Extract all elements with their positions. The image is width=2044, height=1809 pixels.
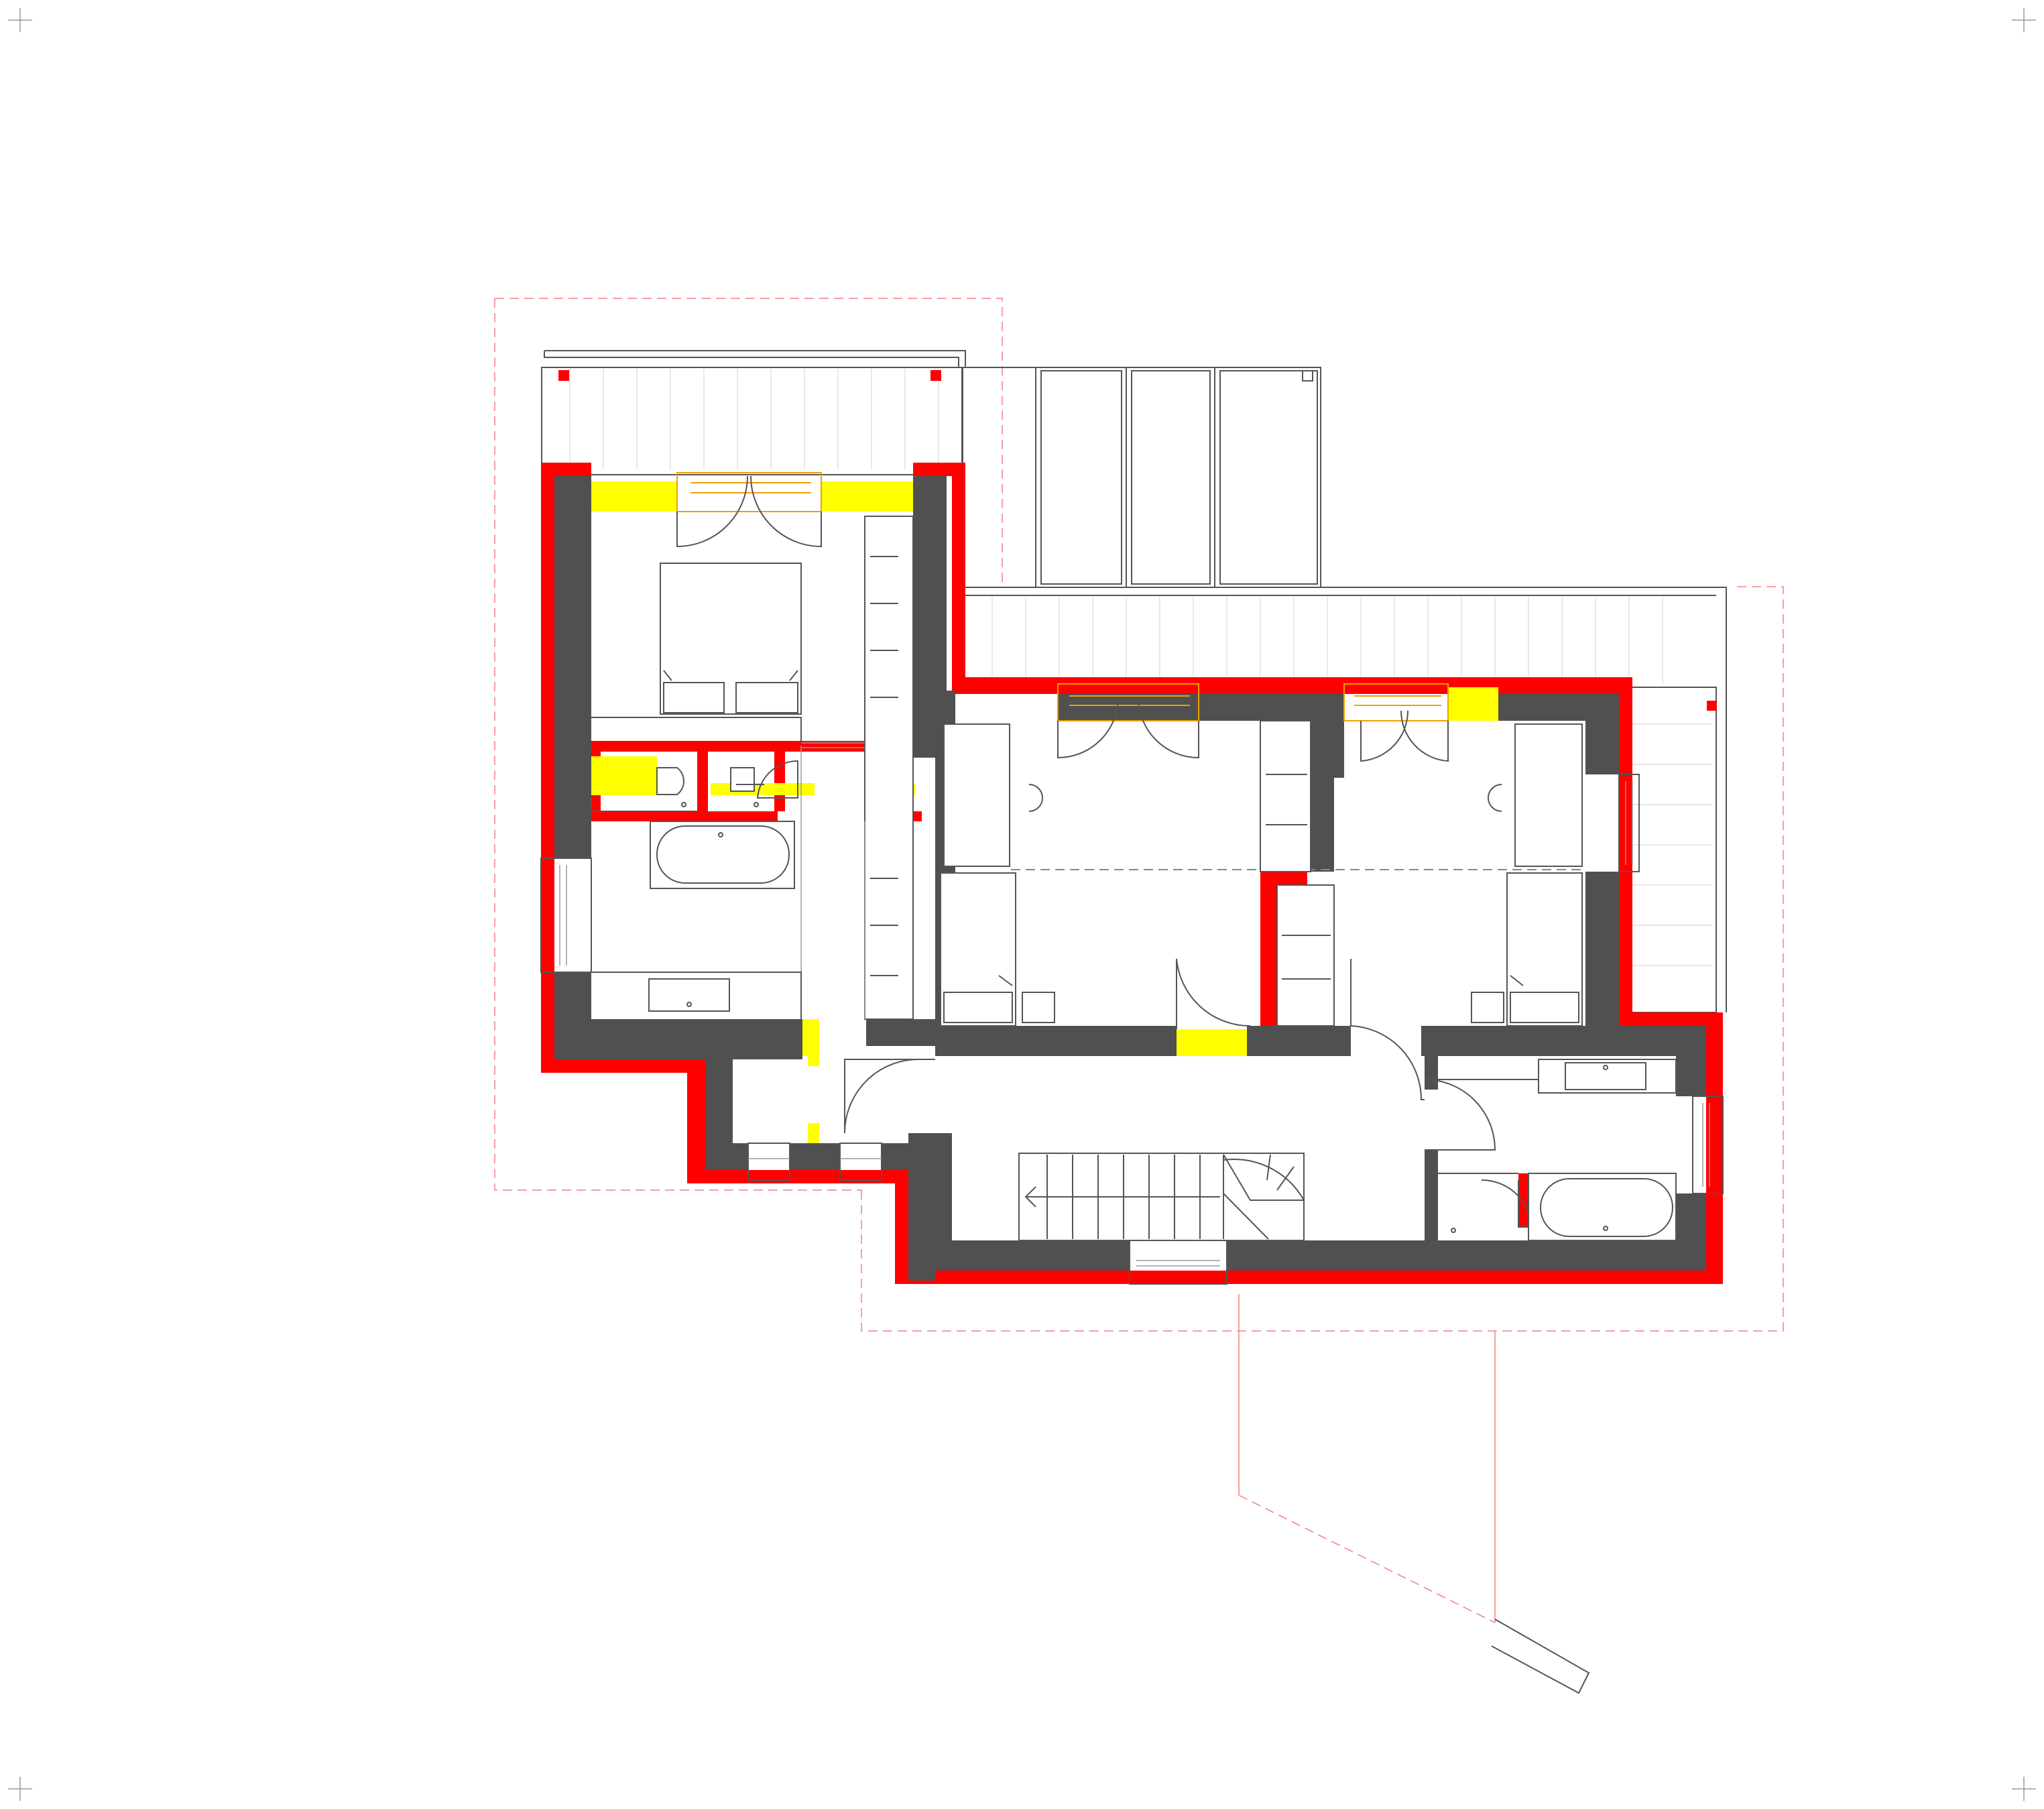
- desk: [943, 723, 1010, 867]
- bathroom-south: [1438, 1059, 1677, 1241]
- sink: [730, 767, 755, 792]
- wardrobe: [1276, 884, 1335, 1027]
- demolition-areas: [591, 481, 1498, 1143]
- child-room-right: [1471, 723, 1583, 1027]
- column-marker: [1707, 701, 1717, 711]
- exterior-step: [1491, 1619, 1590, 1694]
- registration-marks: [8, 8, 2036, 1801]
- new-walls: [541, 463, 1723, 1284]
- roof-panels: [961, 367, 1321, 588]
- existing-walls: [554, 476, 1706, 1281]
- ensuite-bath: [591, 821, 802, 1019]
- master-bedroom: [591, 516, 914, 1020]
- toilet: [656, 767, 684, 795]
- chair: [1022, 992, 1055, 1023]
- column-marker: [558, 370, 569, 381]
- wardrobe: [864, 516, 914, 1020]
- corridor: [1018, 1153, 1305, 1241]
- column-marker: [930, 370, 941, 381]
- doors: [676, 475, 1533, 1228]
- roof-outline: [494, 298, 1784, 1623]
- child-room-left: [940, 720, 1585, 1027]
- desk: [1514, 723, 1583, 867]
- wardrobe: [1260, 720, 1311, 872]
- chair: [1471, 992, 1504, 1023]
- windows: [540, 472, 1724, 1285]
- bathtub: [1540, 1178, 1673, 1237]
- terrace-north: [541, 350, 966, 475]
- wc: [591, 767, 764, 812]
- bathtub: [656, 825, 790, 884]
